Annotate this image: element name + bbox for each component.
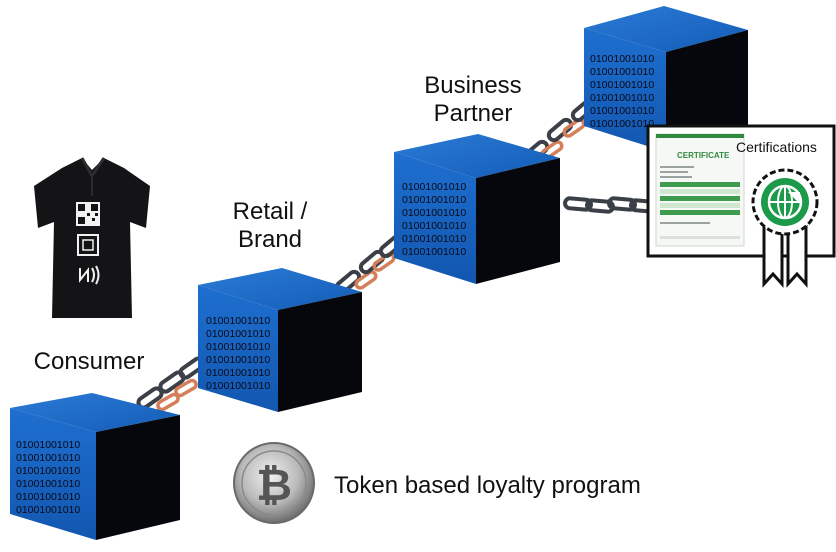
label-retail-brand: Retail / Brand [210,198,330,254]
label-business-line1: Business [424,72,522,99]
binary-text: 01001001010 01001001010 01001001010 0100… [16,439,80,516]
block-consumer: 01001001010 01001001010 01001001010 0100… [10,393,180,540]
binary-row: 01001001010 [402,220,466,232]
binary-row: 01001001010 [206,341,270,353]
label-certifications-text: Certifications [736,139,817,155]
binary-row: 01001001010 [206,380,270,392]
label-business-line2: Partner [433,100,513,127]
binary-row: 01001001010 [206,328,270,340]
binary-row: 01001001010 [590,53,654,65]
binary-row: 01001001010 [16,478,80,490]
label-business-partner: Business Partner [408,72,538,128]
label-retail-line1: Retail / [232,198,308,225]
label-loyalty-text: Token based loyalty program [334,472,641,499]
label-certifications: Certifications [736,139,834,155]
binary-row: 01001001010 [590,79,654,91]
block-business-partner: 01001001010 01001001010 01001001010 0100… [394,134,560,284]
bitcoin-coin-icon: ₿ [233,442,315,524]
binary-row: 01001001010 [402,207,466,219]
binary-row: 01001001010 [16,439,80,451]
block-top: 01001001010 01001001010 01001001010 0100… [584,6,748,152]
binary-row: 01001001010 [590,105,654,117]
binary-row: 01001001010 [402,194,466,206]
polo-shirt-icon [34,157,150,318]
binary-row: 01001001010 [590,118,654,130]
binary-row: 01001001010 [590,66,654,78]
qr-code-icon [76,202,100,226]
binary-row: 01001001010 [590,92,654,104]
binary-row: 01001001010 [16,465,80,477]
globe-seal-icon [751,168,819,288]
nfc-icon [79,265,100,285]
label-retail-line2: Brand [237,226,303,253]
binary-row: 01001001010 [402,233,466,245]
binary-row: 01001001010 [206,367,270,379]
binary-text: 01001001010 01001001010 01001001010 0100… [402,181,466,258]
certificate-title: CERTIFICATE [677,151,730,160]
block-retail-brand: 01001001010 01001001010 01001001010 0100… [198,268,362,412]
label-consumer-text: Consumer [33,348,145,375]
binary-row: 01001001010 [402,181,466,193]
binary-row: 01001001010 [402,246,466,258]
label-consumer: Consumer [14,348,164,376]
binary-text: 01001001010 01001001010 01001001010 0100… [206,315,270,392]
binary-row: 01001001010 [16,452,80,464]
binary-row: 01001001010 [206,354,270,366]
chain-link-icon [562,195,660,215]
binary-text: 01001001010 01001001010 01001001010 0100… [590,53,654,130]
binary-row: 01001001010 [16,504,80,516]
svg-text:₿: ₿ [256,460,292,511]
label-loyalty: Token based loyalty program [334,472,694,500]
binary-row: 01001001010 [16,491,80,503]
binary-row: 01001001010 [206,315,270,327]
rfid-tag-icon [77,234,99,256]
